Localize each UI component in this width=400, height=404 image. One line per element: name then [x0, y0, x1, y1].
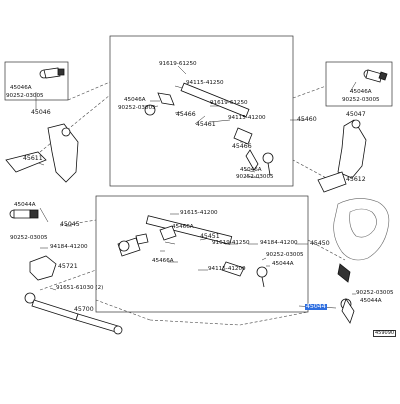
label-94184-box: 94184-41200 — [260, 240, 298, 246]
label-90252-top-left: 90252-03005 — [6, 93, 44, 99]
left-side-rod-end — [9, 209, 39, 219]
label-45046a-upper: 45046A — [124, 97, 146, 103]
label-91619-upper: 91619-61250 — [159, 61, 197, 67]
label-45046a-top-right: 45046A — [350, 89, 372, 95]
label-90252-bottom-right: 90252-03005 — [356, 290, 394, 296]
label-45045: 45045 — [60, 221, 80, 228]
label-94115-mid: 94115-41200 — [228, 115, 266, 121]
left-top-rod-end — [39, 67, 65, 79]
label-91619-box: 91619-41250 — [212, 240, 250, 246]
label-90252-top-right: 90252-03005 — [342, 97, 380, 103]
label-45044a-box: 45044A — [272, 261, 294, 267]
label-45466-upper: 45466 — [176, 111, 196, 118]
part-leaders — [29, 65, 357, 309]
label-45046: 45046 — [31, 109, 51, 116]
label-45044a-bottom-right: 45044A — [360, 298, 382, 304]
label-91651: 91651-61030 (2) — [56, 285, 104, 291]
label-45451: 45451 — [200, 233, 220, 240]
label-91619-mid: 91619-61250 — [210, 100, 248, 106]
label-45044-selected[interactable]: 45044 — [305, 303, 327, 311]
label-45044a-left: 45044A — [14, 202, 36, 208]
label-45046a-top-left: 45046A — [10, 85, 32, 91]
label-45047: 45047 — [346, 111, 366, 118]
label-45046a-mid-right: 45046A — [240, 167, 262, 173]
right-top-rod-end — [363, 69, 388, 83]
label-90252-upper: 90252-03005 — [118, 105, 156, 111]
label-94184-left: 94184-41200 — [50, 244, 88, 250]
steering-gear — [333, 198, 390, 261]
label-91615-box: 91615-41200 — [180, 210, 218, 216]
label-90252-left: 90252-03005 — [10, 235, 48, 241]
label-45700: 45700 — [74, 306, 94, 313]
lower-group-box — [95, 195, 309, 313]
right-top-box — [325, 61, 393, 107]
label-45450: 45450 — [310, 240, 330, 247]
label-45721: 45721 — [58, 263, 78, 270]
label-45461: 45461 — [196, 121, 216, 128]
label-45612: 45612 — [346, 176, 366, 183]
upper-tie-rod — [144, 82, 274, 176]
steering-damper — [24, 292, 123, 335]
lower-tie-rod — [117, 215, 268, 288]
left-top-box — [4, 61, 69, 101]
label-45466a: 45466A — [172, 224, 194, 230]
damper-bracket — [29, 255, 57, 281]
label-45460: 45460 — [297, 116, 317, 123]
right-arm — [317, 119, 367, 193]
label-94115-upper: 94115-41250 — [186, 80, 224, 86]
label-90252-box: 90252-03005 — [266, 252, 304, 258]
leader-lines — [39, 81, 346, 326]
footer-code: 459090 — [373, 330, 397, 337]
label-90252-mid-right: 90252-03005 — [236, 174, 274, 180]
label-45466a-lower: 45466A — [152, 258, 174, 264]
upper-group-box — [109, 35, 294, 187]
selected-rod-end — [337, 263, 355, 324]
label-45466-mid: 45466 — [232, 143, 252, 150]
label-94115-box: 94115-41200 — [208, 266, 246, 272]
label-45611: 45611 — [23, 155, 43, 162]
left-arm — [5, 123, 79, 183]
